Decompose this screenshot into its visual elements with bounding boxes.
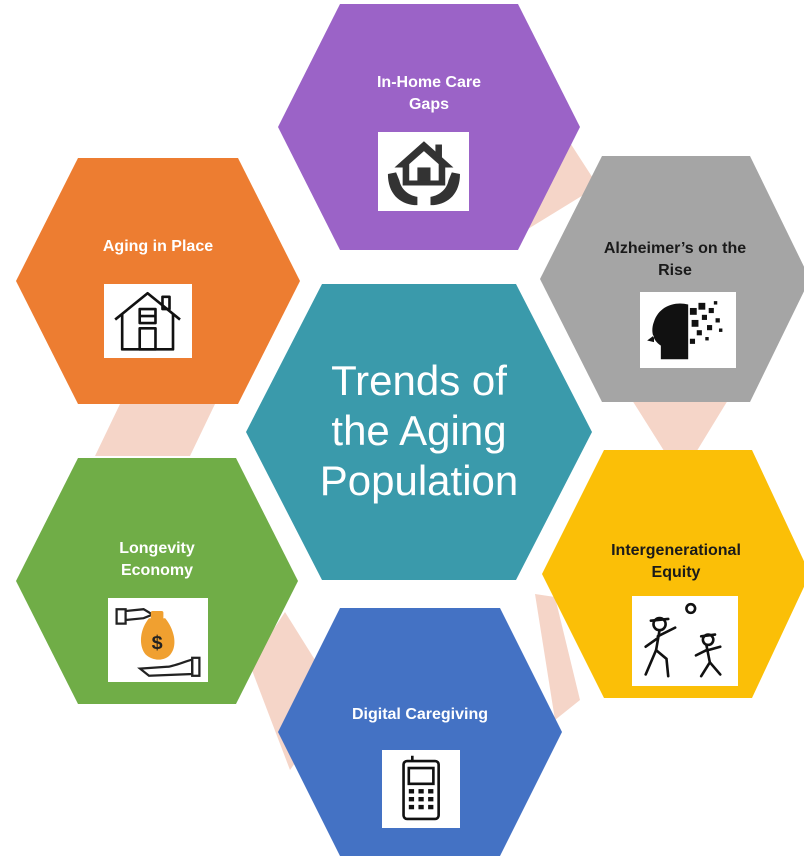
- head-pixel-dissolve-icon: [640, 292, 736, 368]
- hexagon-shape: [542, 450, 804, 698]
- hex-label-line1: Longevity: [119, 540, 195, 557]
- hex-label-line1: Aging in Place: [102, 238, 214, 255]
- hex-label: Longevity Economy: [16, 538, 298, 582]
- hex-label: In-Home Care Gaps: [278, 72, 580, 116]
- house-icon: [104, 284, 192, 358]
- hex-label-line1: Intergenerational: [611, 542, 741, 559]
- hex-alzheimers-on-the-rise: Alzheimer’s on the Rise: [540, 156, 804, 402]
- connector-left: [95, 404, 215, 456]
- connector-right: [632, 400, 728, 454]
- hex-aging-in-place: Aging in Place: [16, 158, 300, 404]
- hex-digital-caregiving: Digital Caregiving: [278, 608, 562, 856]
- hexagon-shape: [16, 458, 298, 704]
- hexagon-shape: [278, 4, 580, 250]
- hex-intergenerational-equity: Intergenerational Equity: [542, 450, 804, 698]
- house-in-hands-icon: [378, 132, 469, 211]
- svg-text:$: $: [152, 632, 163, 654]
- hexagon-shape: [246, 284, 592, 580]
- hex-center: Trends of the Aging Population: [246, 284, 592, 580]
- hex-label-line2: Gaps: [408, 96, 449, 113]
- hex-longevity-economy: Longevity Economy $: [16, 458, 298, 704]
- connector-bottom-right: [535, 594, 580, 720]
- center-title-line1: Trends of: [331, 357, 507, 404]
- hex-label-line2: Rise: [658, 262, 692, 279]
- hex-in-home-care-gaps: In-Home Care Gaps: [278, 4, 580, 250]
- center-title-line2: the Aging: [331, 407, 507, 454]
- adult-child-playing-ball-icon: [632, 596, 738, 686]
- hex-label-line2: Economy: [120, 562, 193, 579]
- hex-label: Digital Caregiving: [278, 704, 562, 726]
- mobile-phone-icon: [382, 750, 460, 828]
- hexagon-shape: [278, 608, 562, 856]
- hex-label-line2: Equity: [651, 564, 701, 581]
- hexagon-shape: [16, 158, 300, 404]
- hex-label: Alzheimer’s on the Rise: [540, 238, 804, 282]
- hex-label-line1: Digital Caregiving: [351, 706, 489, 723]
- hex-label: Aging in Place: [16, 236, 300, 258]
- hex-label: Intergenerational Equity: [542, 540, 804, 584]
- hexagon-shape: [540, 156, 804, 402]
- money-bag-hands-icon: $: [108, 598, 208, 682]
- center-title-line3: Population: [319, 457, 519, 504]
- center-title: Trends of the Aging Population: [246, 356, 592, 506]
- hex-label-line1: In-Home Care: [376, 74, 482, 91]
- hex-label-line1: Alzheimer’s on the: [603, 240, 747, 257]
